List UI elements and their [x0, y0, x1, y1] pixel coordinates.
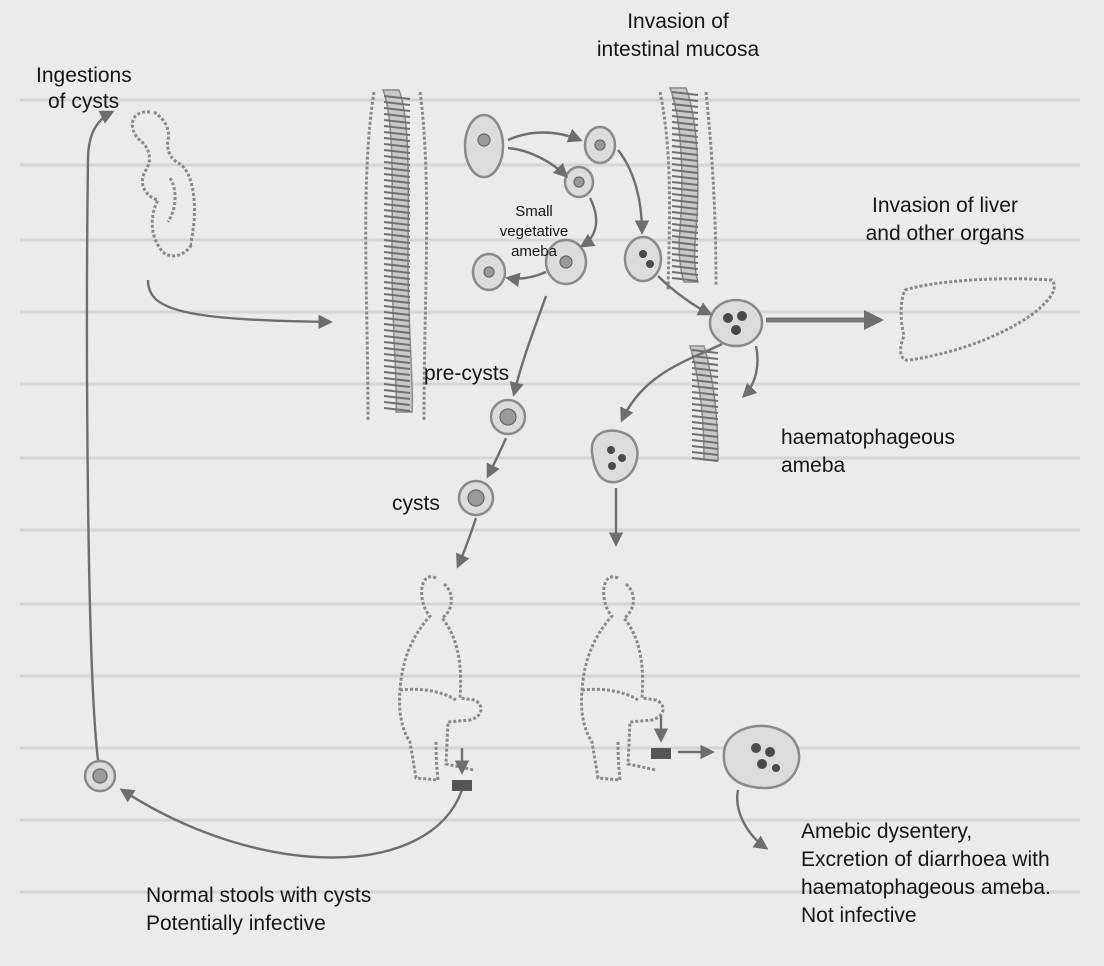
- ingestion-figure: [132, 112, 194, 256]
- intestine-left: [366, 90, 427, 420]
- label-ingestion-line1: Ingestions: [36, 64, 132, 87]
- label-small-veg-line3: ameba: [511, 243, 558, 260]
- label-ingestion-line2: of cysts: [48, 90, 119, 113]
- label-invasion-liver-line1: Invasion of liver: [872, 194, 1018, 217]
- intestine-right: [660, 88, 716, 290]
- liver-outline: [901, 279, 1055, 360]
- pre-cyst-cell: [491, 400, 525, 434]
- cyst-cell: [459, 481, 493, 515]
- label-small-veg-line2: vegetative: [500, 223, 568, 240]
- dysentery-ameba-cell: [724, 726, 799, 788]
- haematophageous-ameba-cell: [592, 431, 638, 483]
- vegetative-amebae: [465, 115, 661, 290]
- seated-person-left: [399, 577, 481, 791]
- label-normal-stools-line1: Normal stools with cysts: [146, 884, 371, 907]
- label-pre-cysts: pre-cysts: [424, 362, 509, 385]
- invading-ameba: [710, 300, 762, 346]
- label-invasion-mucosa-line2: intestinal mucosa: [597, 38, 760, 61]
- label-haemato-line2: ameba: [781, 454, 846, 477]
- seated-person-right: [581, 577, 671, 780]
- label-dysentery-line4: Not infective: [801, 904, 917, 927]
- label-invasion-liver-line2: and other organs: [866, 222, 1025, 245]
- label-invasion-mucosa-line1: Invasion of: [627, 10, 729, 33]
- label-dysentery-line1: Amebic dysentery,: [801, 820, 972, 843]
- label-cysts: cysts: [392, 492, 440, 515]
- label-dysentery-line2: Excretion of diarrhoea with: [801, 848, 1050, 871]
- diagram-labels: Ingestions of cysts Invasion of intestin…: [36, 10, 1051, 935]
- intestine-fragment: [690, 346, 718, 461]
- label-small-veg-line1: Small: [515, 203, 553, 220]
- label-normal-stools-line2: Potentially infective: [146, 912, 326, 935]
- label-dysentery-line3: haematophageous ameba.: [801, 876, 1051, 899]
- environmental-cyst: [85, 761, 115, 791]
- label-haemato-line1: haematophageous: [781, 426, 955, 449]
